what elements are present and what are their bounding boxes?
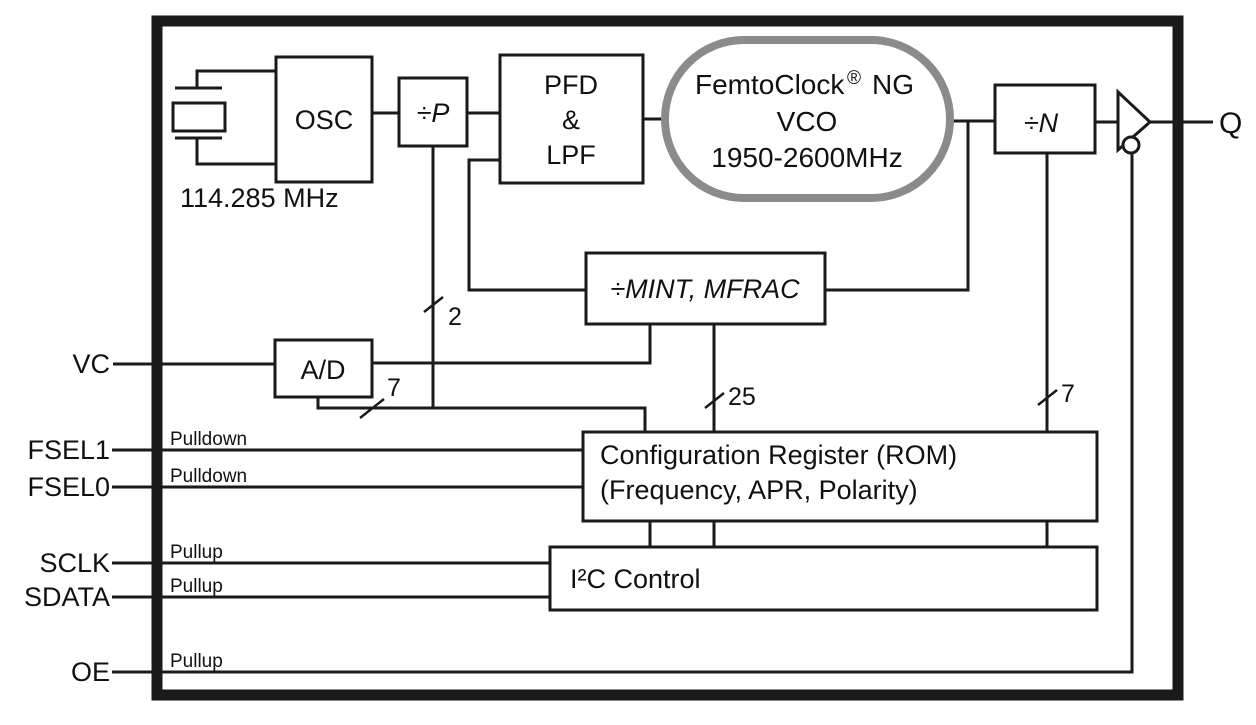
crystal-body: [171, 101, 227, 133]
wire-vco-tap-to-mint: [825, 121, 970, 292]
vco-range-label: 1950-2600MHz: [711, 142, 902, 173]
vco-brand-label: FemtoClock: [695, 69, 845, 100]
crystal-top-wire: [195, 69, 276, 88]
wire-ad-bus-to-config: [316, 397, 647, 432]
bus-slash-mint: [704, 392, 725, 409]
output-buffer-icon: [1116, 88, 1153, 155]
ad-label: A/D: [300, 355, 345, 385]
note-sdata-pullup: Pullup: [170, 576, 223, 597]
pfd-label-line1: PFD: [544, 70, 598, 100]
pin-fsel1: FSEL1: [27, 435, 110, 465]
pfd-label-line2: &: [562, 105, 580, 135]
pin-fsel0: FSEL0: [27, 472, 110, 502]
mint-mfrac-label: ÷MINT, MFRAC: [610, 274, 800, 304]
mint-mfrac-divider-block: [584, 251, 827, 326]
divider-n-label: ÷N: [1024, 108, 1059, 138]
config-register-block: [581, 430, 1099, 523]
buffer-enable-bubble: [1121, 135, 1141, 155]
vco-brand-suffix: NG: [872, 69, 914, 100]
divider-p-label: ÷P: [417, 98, 450, 128]
pfd-lpf-block: [498, 53, 645, 185]
config-label-line1: Configuration Register (ROM): [600, 440, 957, 470]
crystal-bottom-wire: [195, 138, 276, 166]
bus-slash-n: [1037, 389, 1058, 406]
pfd-label-line3: LPF: [546, 140, 596, 170]
pin-vc: VC: [72, 349, 110, 379]
pin-sclk: SCLK: [39, 548, 110, 578]
bus-width-mint: 25: [728, 383, 756, 411]
divider-n-block: [993, 83, 1097, 155]
registered-mark-icon: ®: [847, 68, 861, 89]
bus-width-ad: 7: [387, 374, 401, 402]
wire-oe: [112, 153, 1134, 674]
wire-feedback-to-pfd: [467, 158, 586, 292]
pin-q: Q: [1219, 107, 1242, 140]
vco-block: [661, 36, 954, 202]
bus-width-p: 2: [448, 303, 462, 331]
osc-label: OSC: [295, 105, 354, 135]
crystal-frequency-label: 114.285 MHz: [180, 183, 339, 213]
bus-slash-p: [423, 296, 444, 313]
ad-converter-block: [273, 338, 374, 399]
crystal-icon: [171, 69, 276, 166]
config-label-line2: (Frequency, APR, Polarity): [600, 475, 918, 505]
bus-slash-ad: [359, 398, 385, 419]
wire-ad-to-mint: [372, 324, 652, 365]
i2c-label: I²C Control: [570, 564, 701, 594]
divider-p-block: [397, 76, 469, 148]
pin-oe: OE: [71, 657, 110, 687]
chip-boundary-frame: [151, 15, 1184, 701]
note-fsel1-pulldown: Pulldown: [170, 429, 247, 450]
note-sclk-pullup: Pullup: [170, 542, 223, 563]
osc-block: [274, 55, 374, 184]
note-fsel0-pulldown: Pulldown: [170, 466, 247, 487]
pin-sdata: SDATA: [24, 582, 110, 612]
i2c-control-block: [548, 545, 1099, 612]
note-oe-pullup: Pullup: [170, 651, 223, 672]
bus-width-n: 7: [1061, 380, 1075, 408]
vco-label-line2: VCO: [777, 106, 838, 137]
